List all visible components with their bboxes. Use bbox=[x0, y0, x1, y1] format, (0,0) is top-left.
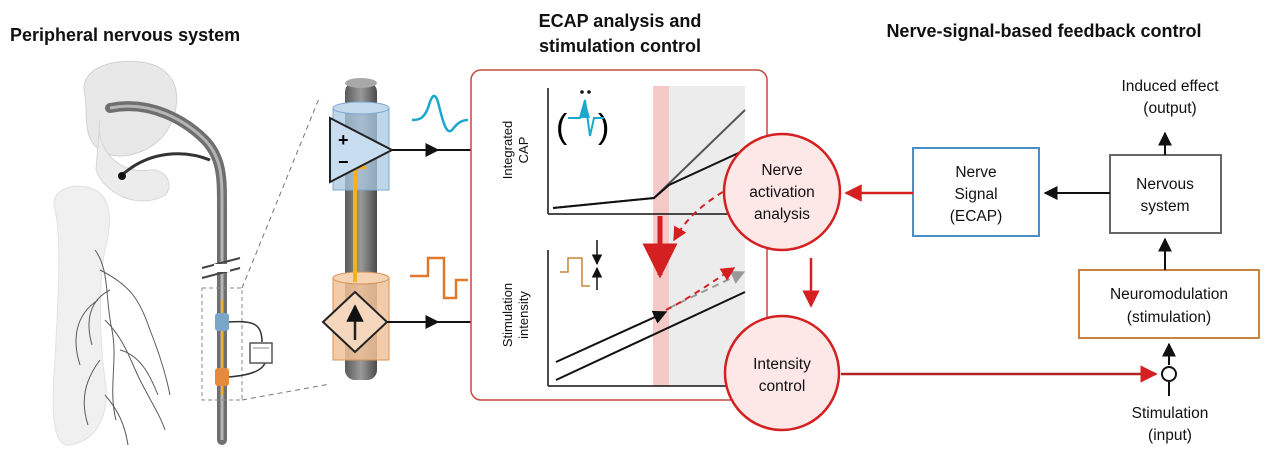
mini-device-icon bbox=[249, 342, 273, 364]
flow-arrows bbox=[802, 131, 1177, 396]
intensity-line1: Intensity bbox=[753, 356, 811, 373]
signal-line3: (ECAP) bbox=[950, 208, 1003, 225]
intensity-ramp-lower bbox=[555, 291, 746, 381]
analysis-line1: Nerve bbox=[761, 162, 802, 179]
ecap-icon bbox=[580, 100, 590, 118]
anatomy-illustration bbox=[52, 60, 331, 446]
ecap-waveform bbox=[411, 94, 469, 133]
stim-input-line1: Stimulation bbox=[1132, 405, 1209, 422]
svg-text:): ) bbox=[598, 108, 609, 146]
nerve-branch bbox=[121, 152, 211, 177]
ecap-analysis-panel: Integrated CAP ( ) Stimulation intensity bbox=[470, 69, 768, 401]
intensity-ramp-upper bbox=[555, 310, 668, 363]
header-ecap-line2: stimulation control bbox=[539, 36, 701, 56]
nerve-signal-box: Nerve Signal (ECAP) bbox=[912, 147, 1040, 237]
header-ecap-line1: ECAP analysis and bbox=[539, 11, 702, 31]
intensity-line2: control bbox=[759, 378, 806, 395]
analysis-node: Nerve activation analysis bbox=[722, 132, 842, 252]
signal-line2: Signal bbox=[954, 186, 997, 203]
signal-line1: Nerve bbox=[955, 164, 996, 181]
bottom-ylabel-line2: intensity bbox=[516, 291, 531, 339]
summing-junction bbox=[1161, 366, 1177, 382]
pulse-amplitude-icon bbox=[560, 257, 590, 287]
header-peripheral: Peripheral nervous system bbox=[10, 25, 240, 45]
cap-curve-lower bbox=[552, 149, 746, 209]
peripheral-nerves bbox=[75, 249, 171, 446]
mini-recording-electrode bbox=[215, 313, 229, 331]
amp-plus: + bbox=[338, 130, 349, 150]
bottom-ylabel-line1: Stimulation bbox=[500, 283, 515, 347]
neuromod-line1: Neuromodulation bbox=[1110, 286, 1228, 303]
analysis-line2: activation bbox=[749, 184, 814, 201]
zoomed-electrode-assembly: + − bbox=[321, 78, 472, 380]
analysis-line3: analysis bbox=[754, 206, 810, 223]
mini-stimulation-electrode bbox=[215, 368, 229, 386]
header-feedback: Nerve-signal-based feedback control bbox=[886, 21, 1201, 41]
nervous-line1: Nervous bbox=[1136, 176, 1194, 193]
nervous-system-box: Nervous system bbox=[1109, 154, 1222, 234]
neuromod-line2: (stimulation) bbox=[1127, 309, 1211, 326]
amplifier-symbol bbox=[329, 116, 395, 184]
nerve-trunk bbox=[105, 101, 227, 445]
nervous-line2: system bbox=[1140, 198, 1189, 215]
effect-line2: (output) bbox=[1143, 100, 1196, 117]
stimulus-waveform bbox=[410, 256, 468, 300]
top-ylabel-line2: CAP bbox=[516, 137, 531, 164]
amp-minus: − bbox=[338, 152, 349, 172]
svg-text:(: ( bbox=[556, 108, 568, 146]
neuromodulation-box: Neuromodulation (stimulation) bbox=[1078, 269, 1260, 339]
top-ylabel-line1: Integrated bbox=[500, 121, 515, 180]
stim-input-line2: (input) bbox=[1148, 427, 1192, 444]
intensity-node: Intensity control bbox=[723, 314, 841, 432]
effect-line1: Induced effect bbox=[1121, 78, 1219, 95]
